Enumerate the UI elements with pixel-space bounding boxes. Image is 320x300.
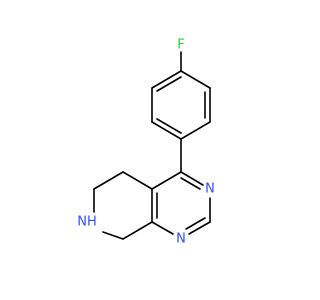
nh-atom: NH: [77, 215, 97, 230]
atom-labels: F N N NH: [77, 38, 215, 247]
bond-ph3-ph4: [180, 121, 211, 140]
nitrogen-atom-1: N: [176, 232, 186, 247]
nitrogen-label-3: N: [205, 182, 215, 197]
bond-ph6-ph1: [151, 70, 182, 89]
bond-c4a-c4: [151, 171, 182, 190]
bonds: [93, 51, 211, 240]
bond-n7-c8: [102, 231, 124, 240]
bond-c5-c6: [93, 171, 124, 190]
nh-label: NH: [77, 215, 97, 230]
fluorine-atom: F: [177, 38, 184, 53]
bond-c4a-c5: [122, 171, 153, 190]
nitrogen-atom-3: N: [205, 182, 215, 197]
bond-c2-n1: [188, 221, 211, 235]
nitrogen-label-1: N: [176, 232, 186, 247]
bond-n1-c8a: [151, 221, 174, 235]
bond-ph6-ph1-double: [156, 76, 182, 92]
fluorine-label: F: [177, 38, 184, 53]
bond-ph1-ph2: [180, 70, 211, 89]
bond-c4-n3-double: [180, 177, 201, 190]
bond-c2-n1-double: [185, 217, 206, 230]
structure-diagram: F N N NH: [77, 38, 215, 247]
bond-ph4-ph5: [151, 121, 182, 140]
bond-c8-c8a: [122, 221, 153, 240]
bond-c4-n3: [180, 171, 204, 186]
bond-ph4-ph5-double: [156, 118, 182, 134]
